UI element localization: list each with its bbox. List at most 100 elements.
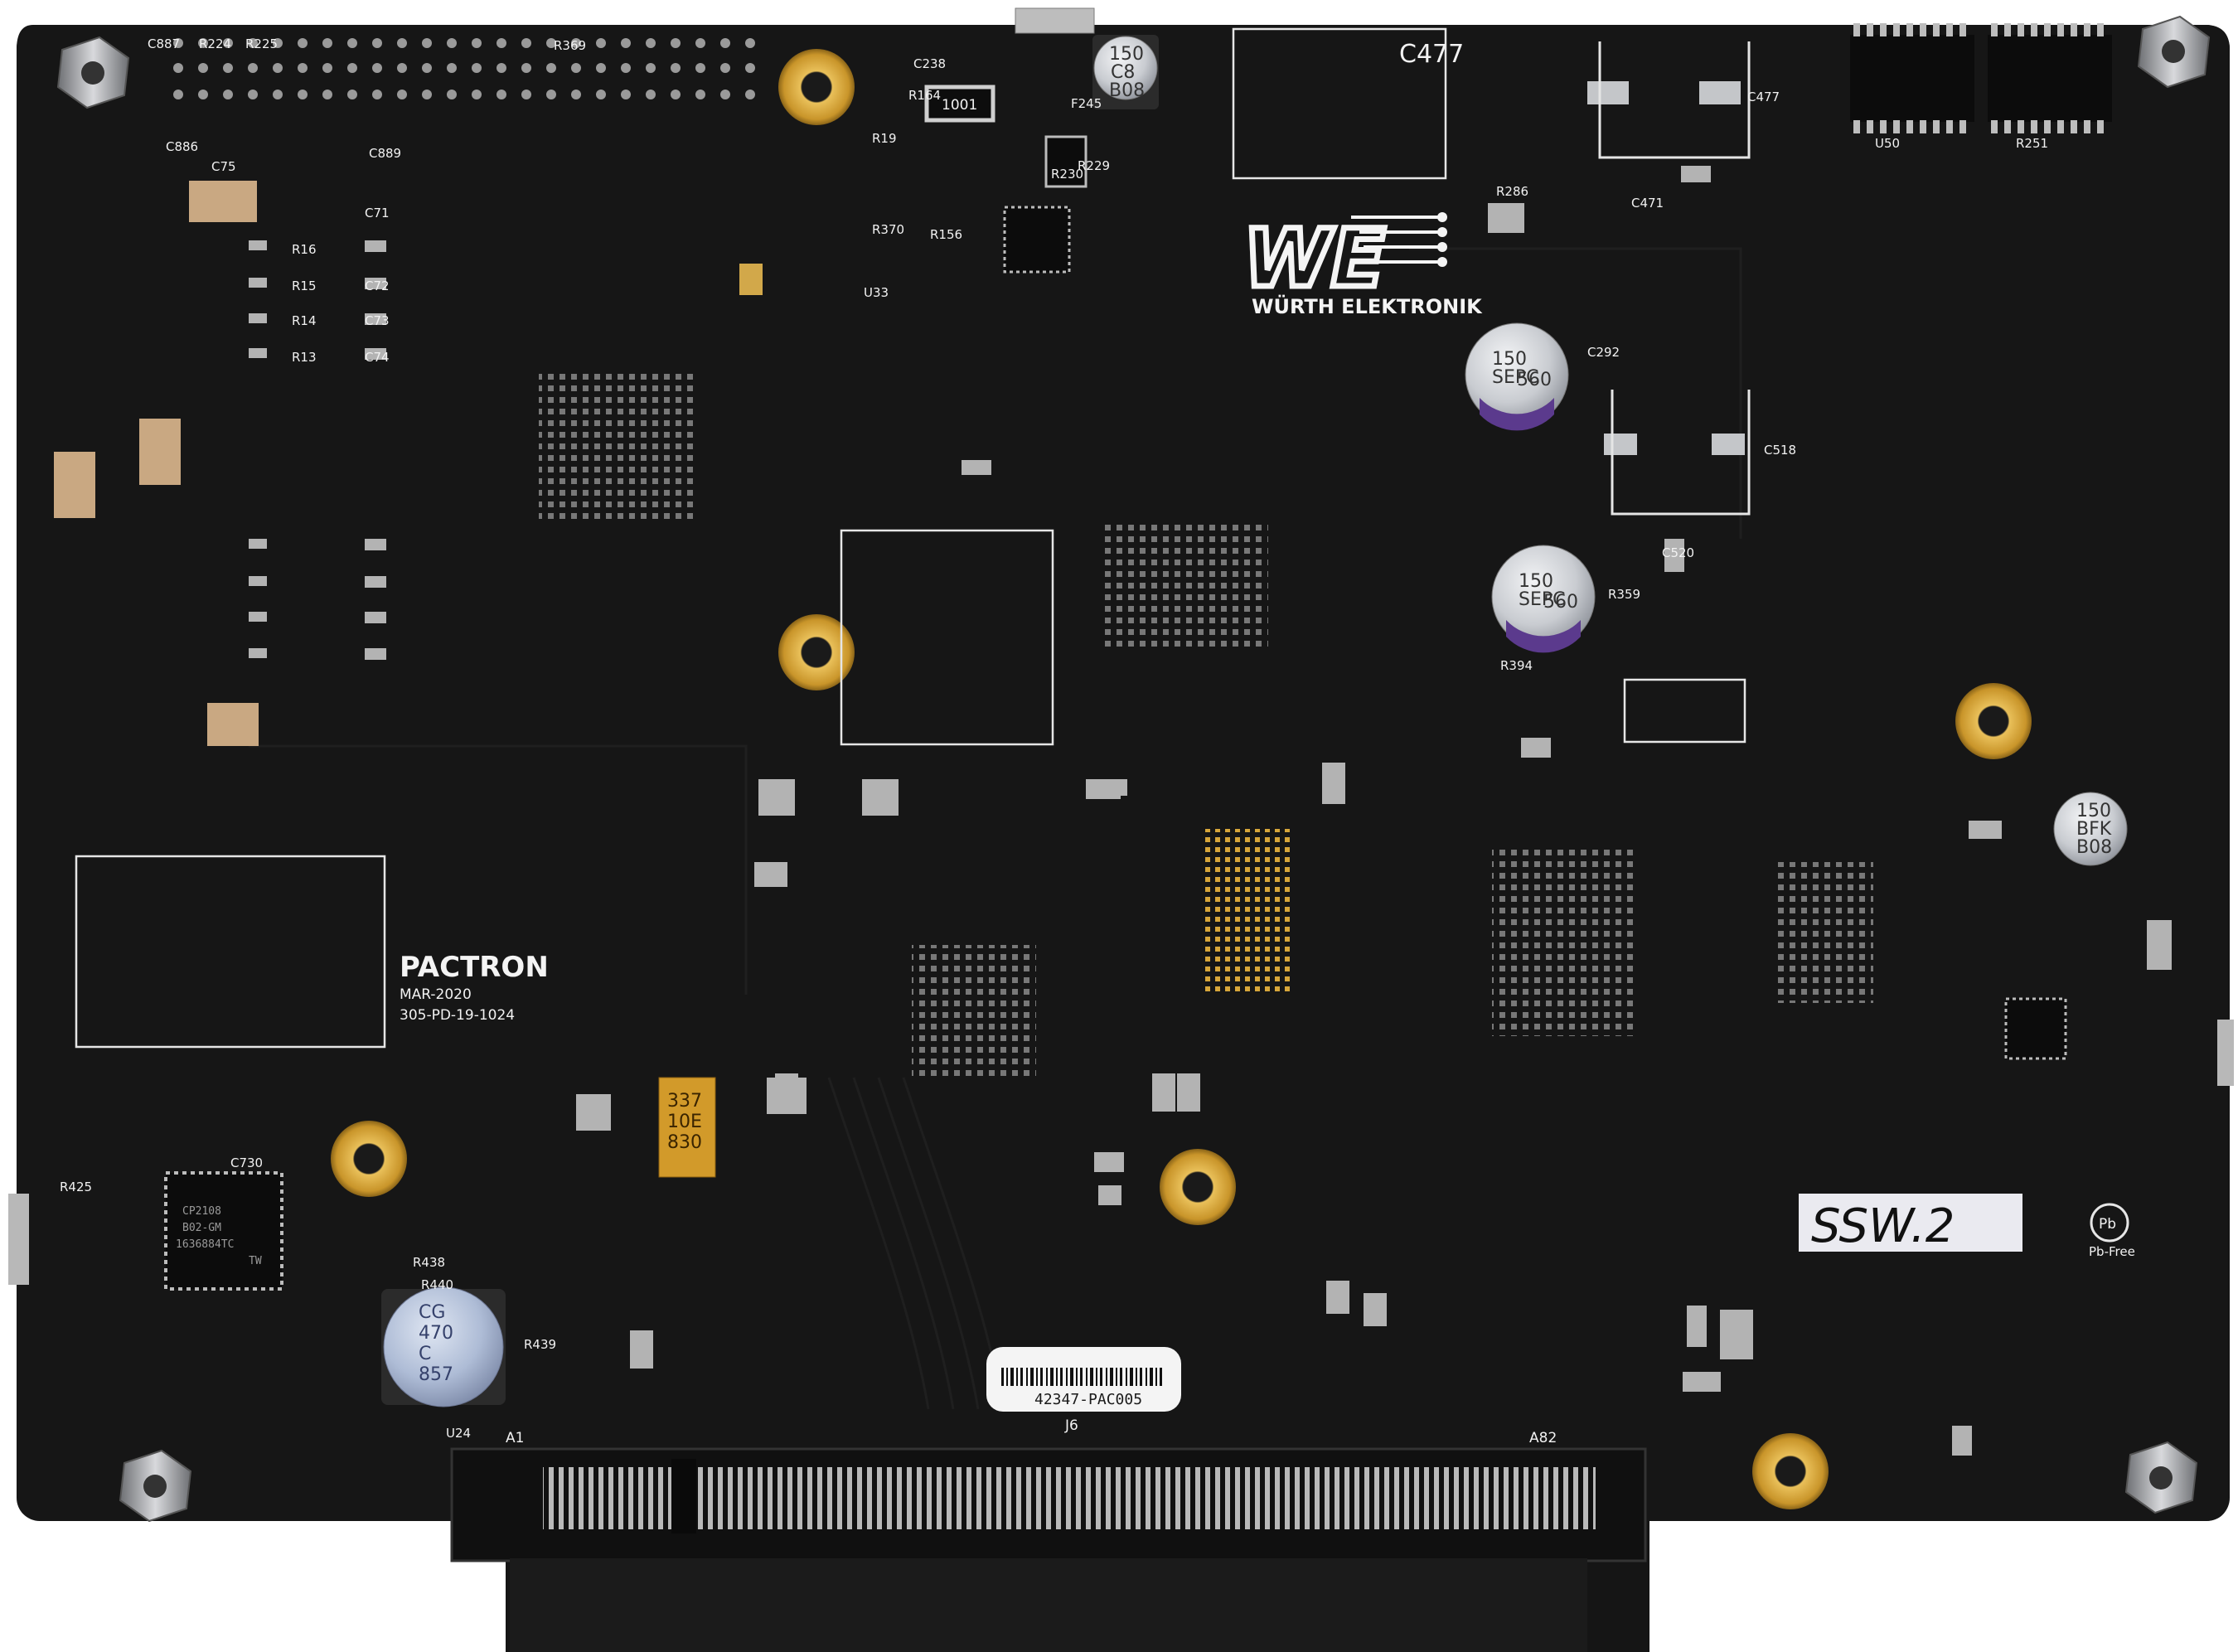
svg-text:BFK: BFK	[2076, 819, 2112, 840]
connector-pin-a1: A1	[506, 1430, 524, 1446]
svg-text:150: 150	[1519, 571, 1553, 592]
wurth-elektronik-logo: WE WÜRTH ELEKTRONIK	[1241, 210, 1484, 319]
electrolytic-capacitor: 150 C8 B08	[1092, 35, 1159, 109]
svg-text:U24: U24	[446, 1426, 471, 1441]
svg-text:Pb-Free: Pb-Free	[2089, 1244, 2135, 1259]
svg-text:R425: R425	[60, 1180, 92, 1194]
svg-text:CP2108: CP2108	[182, 1205, 221, 1218]
svg-text:R438: R438	[413, 1255, 445, 1270]
svg-text:C889: C889	[369, 146, 401, 161]
svg-text:R13: R13	[292, 350, 317, 365]
standoff-bottom-right	[2124, 1441, 2198, 1514]
svg-text:150: 150	[1109, 44, 1144, 65]
svg-text:R156: R156	[930, 227, 962, 242]
svg-text:WÜRTH ELEKTRONIK: WÜRTH ELEKTRONIK	[1252, 293, 1483, 318]
usb-bridge-ic-u14: CP2108 B02-GM 1636884TC TW	[164, 1171, 283, 1291]
pin-header-top	[173, 38, 755, 99]
svg-text:1001: 1001	[942, 97, 977, 114]
svg-text:830: 830	[667, 1132, 702, 1153]
svg-text:U33: U33	[864, 285, 889, 300]
ic-soic-u49	[1850, 23, 1974, 133]
electrolytic-capacitor: 150 SEPC 560	[1465, 322, 1569, 431]
svg-text:C238: C238	[913, 56, 946, 71]
gold-pad	[1752, 1433, 1829, 1509]
svg-text:R19: R19	[872, 131, 897, 146]
svg-text:470: 470	[419, 1323, 453, 1344]
svg-text:R359: R359	[1608, 587, 1640, 602]
gold-pad	[778, 614, 855, 690]
electrolytic-capacitor-blue: CG 470 C 857	[381, 1286, 506, 1407]
svg-text:SSW.2: SSW.2	[1811, 1199, 1955, 1253]
bga-footprint	[1492, 845, 1633, 1036]
edge-connector-j6	[450, 1447, 1647, 1652]
bga-footprint	[912, 945, 1036, 1078]
svg-text:CG: CG	[419, 1302, 445, 1323]
svg-text:C477: C477	[1747, 90, 1780, 104]
svg-text:1636884TC: 1636884TC	[176, 1238, 234, 1251]
svg-text:R229: R229	[1078, 158, 1110, 173]
bga-footprint	[1774, 862, 1873, 1003]
svg-text:150: 150	[2076, 801, 2111, 821]
section-marker-a: C477	[1399, 40, 1464, 69]
svg-text:SEPC: SEPC	[1519, 589, 1566, 610]
svg-text:TW: TW	[249, 1255, 262, 1267]
ic-soic-u50	[1988, 23, 2112, 133]
svg-text:R224: R224	[199, 36, 231, 51]
svg-text:B02-GM: B02-GM	[182, 1222, 221, 1234]
board-part-number: 305-PD-19-1024	[400, 1007, 515, 1024]
svg-text:R394: R394	[1500, 658, 1533, 673]
standoff-bottom-left	[119, 1449, 192, 1523]
svg-text:C886: C886	[166, 139, 198, 154]
svg-text:C71: C71	[365, 206, 390, 220]
resistor-1001	[924, 85, 995, 123]
svg-text:WE: WE	[1243, 212, 1385, 305]
inductor-pads	[1587, 81, 1745, 455]
ceramic-capacitor	[54, 452, 95, 518]
barcode-sticker: 42347-PAC005	[986, 1347, 1181, 1412]
handwritten-label: SSW.2	[1799, 1194, 2022, 1253]
svg-text:R164: R164	[908, 88, 941, 103]
ceramic-capacitor	[739, 264, 763, 295]
svg-text:R251: R251	[2016, 136, 2048, 151]
ceramic-capacitor	[139, 419, 181, 485]
ceramic-capacitor	[207, 703, 259, 746]
svg-text:R439: R439	[524, 1337, 556, 1352]
svg-text:R369: R369	[554, 38, 586, 53]
svg-text:C292: C292	[1587, 345, 1620, 360]
date-code: MAR-2020	[400, 986, 472, 1003]
svg-text:C471: C471	[1631, 196, 1664, 211]
gold-pad	[1160, 1149, 1236, 1225]
svg-text:U50: U50	[1875, 136, 1900, 151]
connector-ref: J6	[1064, 1417, 1078, 1434]
tantalum-capacitor: 337 10E 830	[658, 1077, 716, 1178]
svg-text:C75: C75	[211, 159, 236, 174]
pb-free-mark: Pb Pb-Free	[2089, 1203, 2135, 1259]
svg-text:F245: F245	[1071, 96, 1102, 111]
svg-text:C73: C73	[365, 313, 390, 328]
svg-text:337: 337	[667, 1091, 702, 1112]
pactron-logo: PACTRON	[400, 951, 549, 984]
electrolytic-capacitor: 150 SEPC 560	[1491, 545, 1596, 653]
svg-text:R15: R15	[292, 279, 317, 293]
svg-text:B08: B08	[1109, 80, 1145, 101]
bga-footprint	[1202, 829, 1293, 995]
svg-text:R14: R14	[292, 313, 317, 328]
svg-text:Pb: Pb	[2099, 1216, 2116, 1233]
svg-text:C74: C74	[365, 350, 390, 365]
side-connector-right	[2217, 1020, 2234, 1086]
svg-text:C518: C518	[1764, 443, 1796, 458]
bga-footprint	[1102, 522, 1268, 647]
svg-text:C72: C72	[365, 279, 390, 293]
silkscreen-labels: C887 R224 R225 R369 C238 R164 F245 C886 …	[60, 36, 2048, 1441]
svg-text:C520: C520	[1662, 545, 1694, 560]
svg-text:R440: R440	[421, 1277, 453, 1292]
svg-text:B08: B08	[2076, 837, 2112, 858]
svg-text:R230: R230	[1051, 167, 1083, 182]
svg-text:C: C	[419, 1344, 431, 1364]
ic-qfn-u24	[2004, 997, 2067, 1060]
svg-text:560: 560	[1543, 592, 1578, 613]
svg-text:R370: R370	[872, 222, 904, 237]
svg-text:10E: 10E	[667, 1112, 702, 1132]
svg-text:560: 560	[1517, 370, 1552, 390]
